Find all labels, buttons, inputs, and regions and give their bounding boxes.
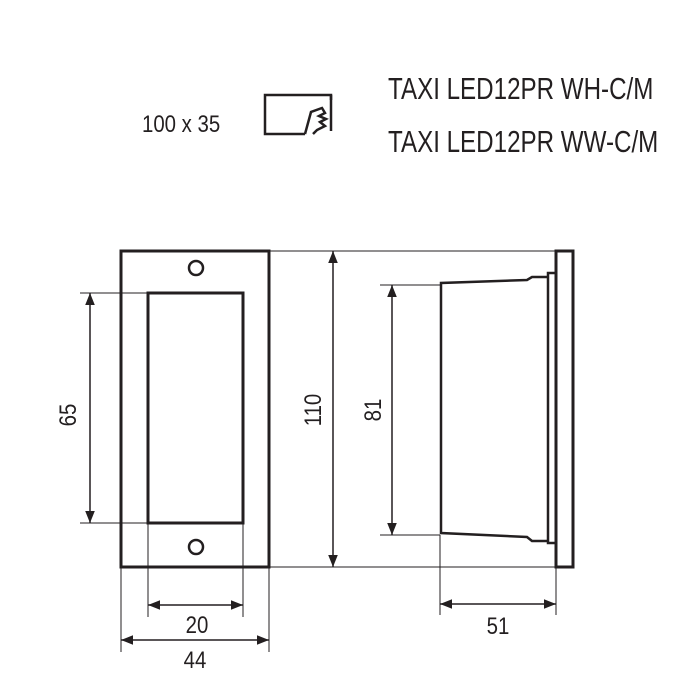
hand-in-box-icon xyxy=(263,93,333,136)
model-name-2: TAXI LED12PR WW-C/M xyxy=(388,124,658,159)
dim-total-height: 110 xyxy=(299,394,326,427)
dim-total-width: 44 xyxy=(184,646,207,673)
model-name-1: TAXI LED12PR WH-C/M xyxy=(388,71,653,106)
side-view xyxy=(439,249,575,569)
dim-window-width: 20 xyxy=(186,611,209,638)
dim-window-height: 65 xyxy=(54,404,81,427)
size-label: 100 x 35 xyxy=(142,110,220,137)
dim-depth: 51 xyxy=(487,612,510,639)
dim-body-height: 81 xyxy=(359,399,386,422)
front-view xyxy=(119,249,271,569)
